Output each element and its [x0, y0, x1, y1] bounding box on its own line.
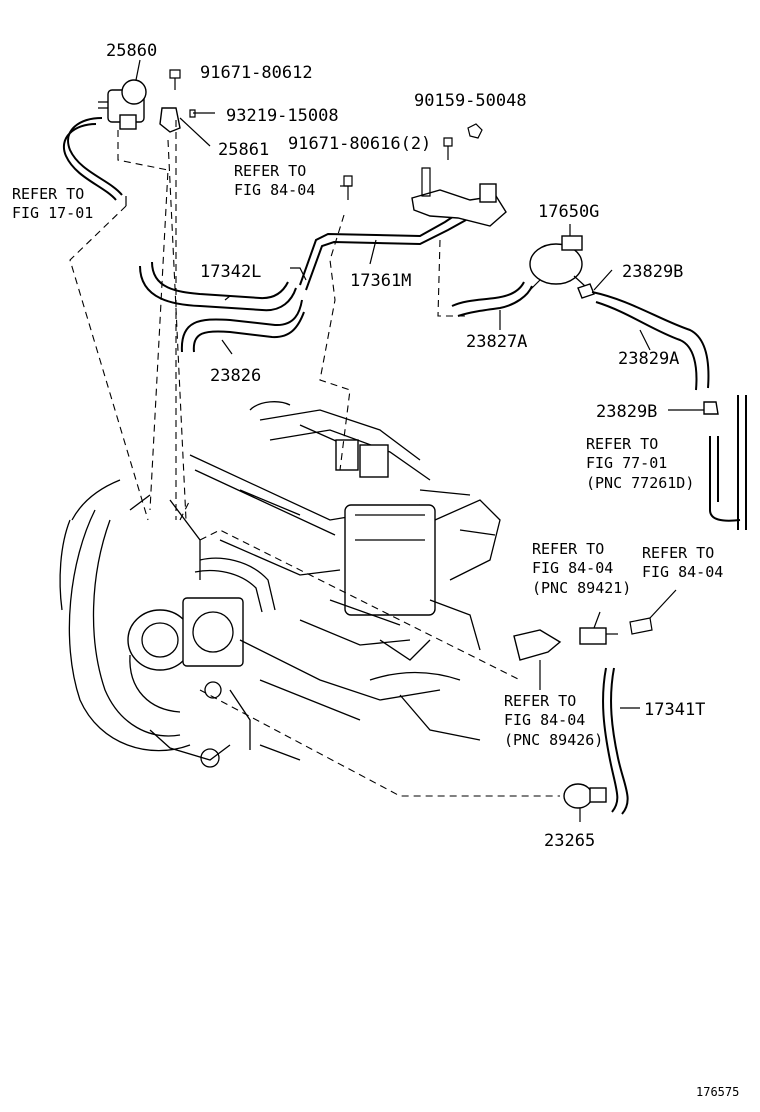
vacuum-regulator-17650G[interactable] [529, 235, 586, 291]
hose-17341T-outline [610, 667, 629, 815]
ref-1701-line1: REFER TO [12, 185, 84, 203]
leader-lines [125, 59, 704, 822]
ref-7701-line1: REFER TO [586, 435, 658, 453]
hose-23826[interactable] [180, 299, 303, 353]
label-23826[interactable]: 23826 [210, 366, 261, 386]
sensor-ref-89421[interactable] [579, 627, 618, 645]
ref-7701-line3: (PNC 77261D) [586, 474, 694, 492]
label-17342L[interactable]: 17342L [200, 262, 261, 282]
label-23829B-mid[interactable]: 23829B [596, 402, 657, 422]
label-17341T[interactable]: 17341T [644, 700, 705, 720]
ref-89426-line1: REFER TO [504, 692, 576, 710]
hose-17341T[interactable] [602, 667, 619, 813]
ref-7701-line2[interactable]: FIG 77-01 [586, 454, 667, 472]
hose-vsv-left-outline [63, 123, 117, 201]
ref-89421-line2[interactable]: FIG 84-04 [532, 559, 613, 577]
label-25861[interactable]: 25861 [218, 140, 269, 160]
label-23829B-top[interactable]: 23829B [622, 262, 683, 282]
label-25860[interactable]: 25860 [106, 41, 157, 61]
label-91671-80616[interactable]: 91671-80616(2) [288, 134, 431, 154]
clip-23829B-mid[interactable] [703, 401, 719, 415]
ref-8404-top-line2[interactable]: FIG 84-04 [234, 181, 315, 199]
hose-23827A[interactable] [451, 281, 525, 307]
label-93219-15008[interactable]: 93219-15008 [226, 106, 339, 126]
hose-23829A[interactable] [591, 291, 710, 389]
hose-23827A-outline [457, 285, 533, 317]
bracket-ref-89426[interactable] [513, 629, 562, 661]
hose-vsv-left[interactable] [67, 117, 123, 196]
label-23827A[interactable]: 23827A [466, 332, 527, 352]
ref-8404-right-line2[interactable]: FIG 84-04 [642, 563, 723, 581]
bolt-91671-80612[interactable] [169, 69, 181, 90]
dashed-leaders [69, 120, 560, 797]
hose-17342L[interactable] [139, 265, 297, 312]
bracket-25861[interactable] [159, 107, 181, 133]
engine-block-illustration [59, 401, 501, 768]
part-labels: 25860 91671-80612 93219-15008 25861 9015… [106, 41, 739, 1099]
ref-8404-top-line1: REFER TO [234, 162, 306, 180]
label-90159-50048[interactable]: 90159-50048 [414, 91, 527, 111]
clip-23829B-top[interactable] [577, 283, 595, 299]
filter-23265[interactable] [563, 783, 607, 809]
pipe-17361M-outline [305, 219, 467, 291]
label-23265[interactable]: 23265 [544, 831, 595, 851]
ref-1701-line2[interactable]: FIG 17-01 [12, 204, 93, 222]
hose-23829A-outline [595, 301, 698, 391]
bracket-upper[interactable] [411, 167, 507, 227]
diagram-id: 176575 [696, 1085, 739, 1099]
pipe-17361M[interactable] [299, 211, 461, 286]
ref-89426-line3: (PNC 89426) [504, 731, 603, 749]
refer-to-labels: REFER TO FIG 17-01 REFER TO FIG 84-04 RE… [12, 162, 723, 749]
hose-23826-outline [192, 311, 305, 353]
ref-8404-right-line1: REFER TO [642, 544, 714, 562]
bolt-ref-8404-top[interactable] [343, 175, 353, 200]
ref-89421-line1: REFER TO [532, 540, 604, 558]
label-17361M[interactable]: 17361M [350, 271, 411, 291]
label-91671-80612[interactable]: 91671-80612 [200, 63, 313, 83]
bolt-93219-15008[interactable] [189, 109, 215, 118]
hose-17342L-outline [151, 261, 289, 300]
nut-90159-50048[interactable] [467, 123, 483, 139]
label-23829A[interactable]: 23829A [618, 349, 679, 369]
pipe-ref-7701[interactable] [737, 395, 747, 530]
ref-89421-line3: (PNC 89421) [532, 579, 631, 597]
bolt-91671-80616[interactable] [443, 137, 453, 160]
ref-89426-line2[interactable]: FIG 84-04 [504, 711, 585, 729]
label-17650G[interactable]: 17650G [538, 202, 599, 222]
pipe-ref-7701-b [709, 436, 741, 522]
bolt-ref-8404-right[interactable] [629, 617, 653, 635]
vsv-25860[interactable] [98, 79, 147, 130]
